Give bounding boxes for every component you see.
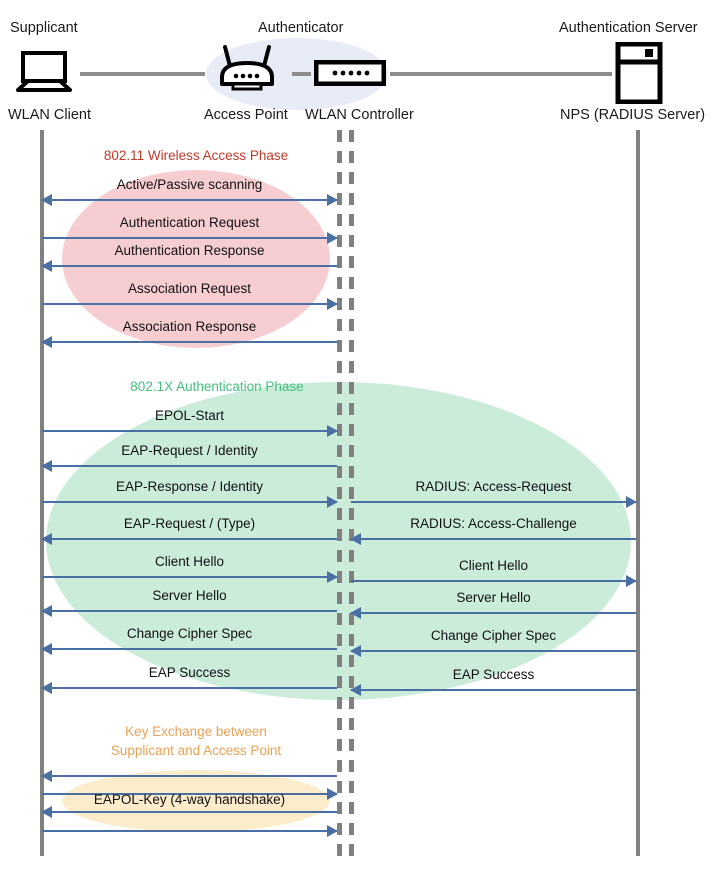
message-line [351,538,636,540]
wireless-router-icon [220,45,274,91]
phase-3-ellipse [62,770,330,832]
actor-role-auth-server: Authentication Server [559,20,698,36]
message-label: RADIUS: Access-Challenge [410,516,577,531]
arrow-head-left-icon [41,460,52,472]
arrow-head-right-icon [327,788,338,800]
arrow-head-left-icon [41,806,52,818]
message-line [42,341,337,343]
message-line [42,501,337,503]
lifeline-supplicant [40,130,44,856]
message-label: EAP Success [148,665,231,680]
message-line [42,775,337,777]
message-line [42,830,337,832]
arrow-head-left-icon [41,605,52,617]
message-label: Active/Passive scanning [116,177,263,192]
lifeline-nps [636,130,640,856]
message-line [351,689,636,691]
message-line [42,610,337,612]
arrow-head-left-icon [350,607,361,619]
arrow-head-right-icon [327,232,338,244]
arrow-head-left-icon [41,336,52,348]
message-line [42,538,337,540]
arrow-head-left-icon [350,533,361,545]
arrow-head-right-icon [327,298,338,310]
lifeline-access-point [337,130,342,856]
wire-controller-to-nps [390,72,612,76]
arrow-head-right-icon [626,496,637,508]
message-line [42,465,337,467]
message-line [42,811,337,813]
message-line [42,265,337,267]
arrow-head-left-icon [41,770,52,782]
message-label: Client Hello [154,554,225,569]
message-label: EAP-Request / Identity [121,443,258,458]
message-label: RADIUS: Access-Request [415,479,572,494]
wlan-controller-icon [314,60,386,86]
arrow-head-left-icon [41,533,52,545]
message-line [42,303,337,305]
actor-device-access-point: Access Point [204,107,288,123]
actor-role-authenticator: Authenticator [258,20,344,36]
arrow-head-right-icon [626,575,637,587]
arrow-head-left-icon [41,194,52,206]
phase-3-label-line2: Supplicant and Access Point [110,743,282,758]
message-line [42,576,337,578]
wire-client-to-ap [80,72,205,76]
message-line [351,650,636,652]
actor-device-wlan-controller: WLAN Controller [305,107,414,123]
arrow-head-right-icon [327,571,338,583]
message-label: EAP Success [452,667,535,682]
arrow-head-right-icon [327,496,338,508]
message-label: EAP-Request / (Type) [123,516,256,531]
actor-role-supplicant: Supplicant [10,20,78,36]
message-line [351,612,636,614]
arrow-head-right-icon [327,425,338,437]
message-label: Association Request [127,281,252,296]
actor-device-wlan-client: WLAN Client [8,107,91,123]
message-label: EAPOL-Key (4-way handshake) [93,792,286,807]
phase-2-label: 802.1X Authentication Phase [130,379,304,394]
message-line [42,237,337,239]
arrow-head-left-icon [41,643,52,655]
arrow-head-left-icon [41,260,52,272]
phase-3-label-line1: Key Exchange between [125,724,267,739]
wire-ap-to-controller [292,72,311,76]
message-label: Change Cipher Spec [126,626,253,641]
server-tower-icon [615,42,663,104]
message-line [351,580,636,582]
message-label: Authentication Request [119,215,260,230]
message-line [42,687,337,689]
message-label: EAP-Response / Identity [115,479,264,494]
arrow-head-right-icon [327,825,338,837]
arrow-head-right-icon [327,194,338,206]
message-label: Change Cipher Spec [430,628,557,643]
message-label: Client Hello [458,558,529,573]
message-label: EPOL-Start [154,408,225,423]
message-label: Authentication Response [114,243,265,258]
message-line [42,199,337,201]
phase-1-label: 802.11 Wireless Access Phase [103,148,289,163]
laptop-icon [16,51,72,92]
message-line [42,430,337,432]
message-label: Server Hello [152,588,227,603]
message-label: Server Hello [456,590,531,605]
lifeline-wlan-controller [349,130,354,856]
message-line [351,501,636,503]
message-line [42,648,337,650]
arrow-head-left-icon [41,682,52,694]
message-label: Association Response [122,319,257,334]
actor-device-nps: NPS (RADIUS Server) [560,107,706,123]
message-line [42,793,337,795]
arrow-head-left-icon [350,684,361,696]
arrow-head-left-icon [350,645,361,657]
